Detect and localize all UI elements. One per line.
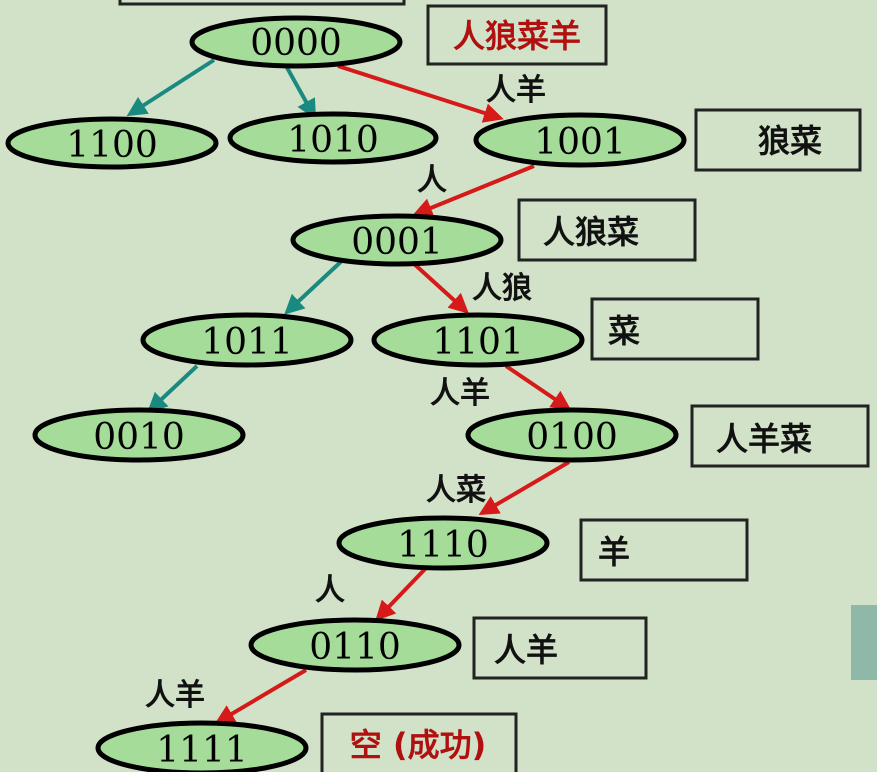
node-0000: 0000 <box>189 15 403 69</box>
node-1101: 1101 <box>371 312 585 368</box>
state-box-0001: 人狼菜 <box>517 198 697 262</box>
node-0100: 0100 <box>465 407 679 463</box>
edge-0000-1100 <box>126 58 216 117</box>
node-label: 1011 <box>201 322 293 363</box>
node-label: 0110 <box>309 627 401 668</box>
node-label: 1110 <box>397 525 489 566</box>
node-0001: 0001 <box>290 213 504 267</box>
edge-label-0001-1101: 人狼 <box>472 271 532 306</box>
state-box-1101: 菜 <box>590 297 760 361</box>
edge-label-1001-0001: 人 <box>417 163 447 198</box>
node-label: 0001 <box>351 222 443 263</box>
node-label: 1101 <box>432 322 524 363</box>
state-box-label: 人羊菜 <box>716 420 812 458</box>
state-box-label: 菜 <box>608 312 640 350</box>
state-box-1001: 狼菜 <box>694 108 862 172</box>
edge-1101-0100 <box>504 364 572 411</box>
node-1001: 1001 <box>473 112 687 168</box>
edge-0000-1001 <box>337 64 504 123</box>
state-box-label: 狼菜 <box>758 122 822 160</box>
top-partial-box <box>118 0 406 6</box>
state-box-label: 人狼菜羊 <box>453 17 581 55</box>
edge-label-0000-1001: 人羊 <box>486 73 546 108</box>
node-label: 1001 <box>534 122 626 163</box>
side-tab <box>851 605 877 680</box>
edge-0000-1010 <box>283 63 316 120</box>
node-1100: 1100 <box>5 116 219 170</box>
edge-1110-0110 <box>375 566 428 621</box>
edge-label-0110-1111: 人羊 <box>145 678 205 713</box>
state-box-label: 羊 <box>598 533 630 571</box>
state-box-1111: 空 (成功) <box>320 712 518 772</box>
node-label: 0000 <box>250 23 342 64</box>
state-box-0110: 人羊 <box>472 616 648 680</box>
edge-label-1110-0110: 人 <box>315 573 345 608</box>
node-label: 1010 <box>287 120 379 161</box>
edge-1011-0010 <box>147 364 199 413</box>
node-0010: 0010 <box>32 407 246 463</box>
edge-label-0100-1110: 人菜 <box>426 473 486 508</box>
node-label: 0010 <box>93 417 185 458</box>
edge-0110-1111 <box>214 668 308 725</box>
node-1011: 1011 <box>140 312 354 368</box>
edge-0100-1110 <box>478 460 571 516</box>
state-box-0000: 人狼菜羊 <box>426 4 608 66</box>
state-box-label: 空 (成功) <box>350 726 486 764</box>
state-box-0100: 人羊菜 <box>690 404 870 468</box>
node-label: 0100 <box>526 417 618 458</box>
edge-label-1101-0100: 人羊 <box>430 376 490 411</box>
node-0110: 0110 <box>248 617 462 673</box>
state-box-label: 人羊 <box>494 631 558 669</box>
edge-1001-0001 <box>412 164 535 218</box>
node-1010: 1010 <box>227 111 439 165</box>
state-box-label: 人狼菜 <box>543 213 639 251</box>
state-box-1110: 羊 <box>579 518 749 582</box>
edge-0001-1101 <box>410 260 469 314</box>
node-label: 1111 <box>156 730 248 771</box>
edge-0001-1011 <box>284 255 348 315</box>
node-label: 1100 <box>66 125 158 166</box>
node-1111: 1111 <box>95 720 309 772</box>
node-1110: 1110 <box>336 515 550 571</box>
